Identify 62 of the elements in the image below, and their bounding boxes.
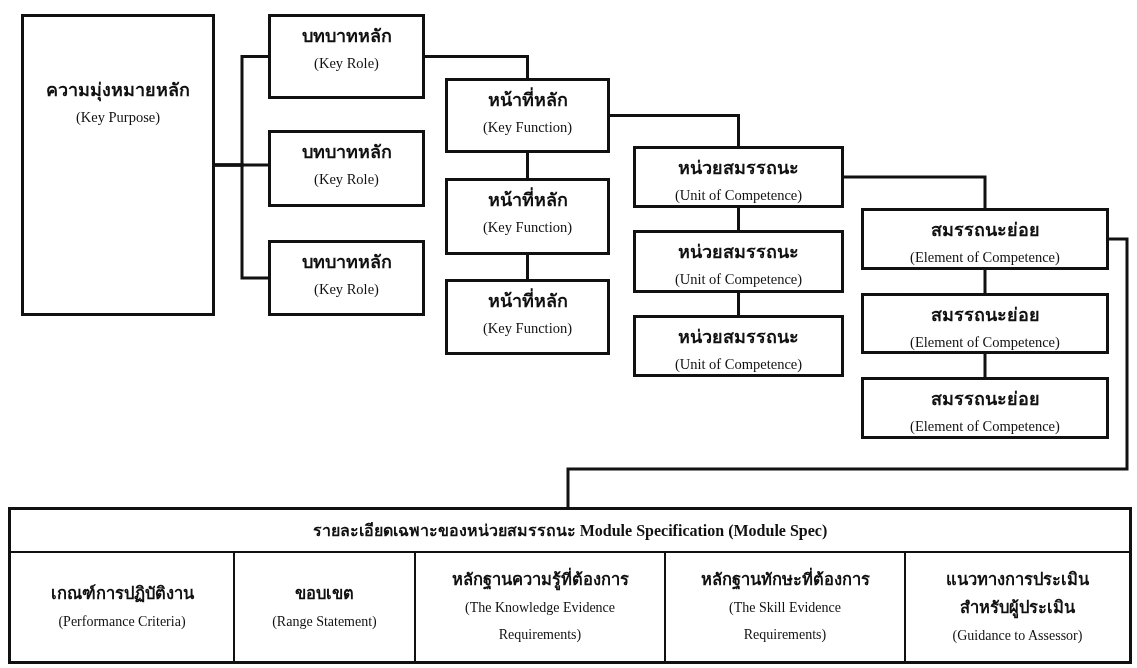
role-box [268, 130, 425, 207]
english-subtitle: (The Knowledge Evidence Requirements) [463, 599, 617, 644]
thai-title: หน้าที่หลัก [487, 286, 568, 316]
function-box [445, 78, 610, 153]
function-box [445, 178, 610, 255]
thai-title: หลักฐานความรู้ที่ต้องการ [451, 566, 629, 594]
specification-table [8, 507, 1132, 664]
thai-title: หน้าที่หลัก [487, 185, 568, 215]
english-subtitle: (The Skill Evidence Requirements) [728, 599, 842, 644]
thai-title: สมรรถนะย่อย [930, 388, 1040, 411]
connector-line [425, 55, 529, 78]
element-box [861, 293, 1109, 354]
english-subtitle: (Unit of Competence) [674, 270, 803, 289]
english-subtitle: (Guidance to Assessor) [952, 626, 1083, 645]
thai-title: หน่วยสมรรถนะ [678, 157, 799, 180]
english-subtitle: (Element of Competence) [910, 333, 1060, 352]
english-subtitle: (Key Function) [483, 218, 572, 237]
thai-title: บทบาทหลัก [301, 251, 392, 274]
unit-box [633, 230, 844, 293]
connector-line [737, 293, 740, 315]
connector-line [737, 208, 740, 230]
element-box [861, 208, 1109, 270]
english-subtitle: (Unit of Competence) [674, 186, 803, 205]
english-subtitle: (Key Role) [314, 54, 379, 73]
english-subtitle: (Element of Competence) [910, 417, 1060, 436]
thai-title: ความมุ่งหมายหลัก [46, 79, 190, 104]
unit-box [633, 146, 844, 208]
purpose-box [21, 14, 215, 316]
connector-line [983, 270, 987, 293]
connector-line [215, 163, 268, 280]
connector-line [983, 354, 987, 377]
role-box [268, 240, 425, 316]
function-box [445, 279, 610, 355]
unit-box [633, 315, 844, 377]
thai-title: หน่วยสมรรถนะ [678, 326, 799, 349]
english-subtitle: (Performance Criteria) [58, 612, 186, 631]
role-box [268, 14, 425, 99]
thai-title: สมรรถนะย่อย [930, 219, 1040, 242]
thai-title: บทบาทหลัก [301, 25, 392, 48]
thai-title: ขอบเขต [295, 582, 354, 605]
connector-line [566, 237, 1129, 507]
connector-line [844, 175, 987, 208]
thai-title: หน้าที่หลัก [487, 85, 568, 115]
table-heading: รายละเอียดเฉพาะของหน่วยสมรรถนะ Module Specification (Module Spec) [312, 521, 828, 542]
thai-title: เกณฑ์การปฏิบัติงาน [50, 582, 194, 605]
english-subtitle: (Element of Competence) [910, 248, 1060, 267]
english-subtitle: (Range Statement) [272, 612, 377, 631]
english-subtitle: (Key Function) [483, 118, 572, 137]
element-box [861, 377, 1109, 439]
english-subtitle: (Key Purpose) [75, 108, 161, 127]
thai-title: แนวทางการประเมินสำหรับผู้ประเมิน [945, 568, 1090, 621]
connector-line [526, 153, 529, 178]
thai-title: สมรรถนะย่อย [930, 304, 1040, 327]
english-subtitle: (Key Function) [483, 319, 572, 338]
connector-line [610, 114, 740, 146]
thai-title: หน่วยสมรรถนะ [678, 241, 799, 264]
english-subtitle: (Unit of Competence) [674, 355, 803, 374]
connector-line [526, 255, 529, 279]
english-subtitle: (Key Role) [314, 170, 379, 189]
thai-title: หลักฐานทักษะที่ต้องการ [700, 566, 870, 594]
english-subtitle: (Key Role) [314, 280, 379, 299]
thai-title: บทบาทหลัก [301, 141, 392, 164]
